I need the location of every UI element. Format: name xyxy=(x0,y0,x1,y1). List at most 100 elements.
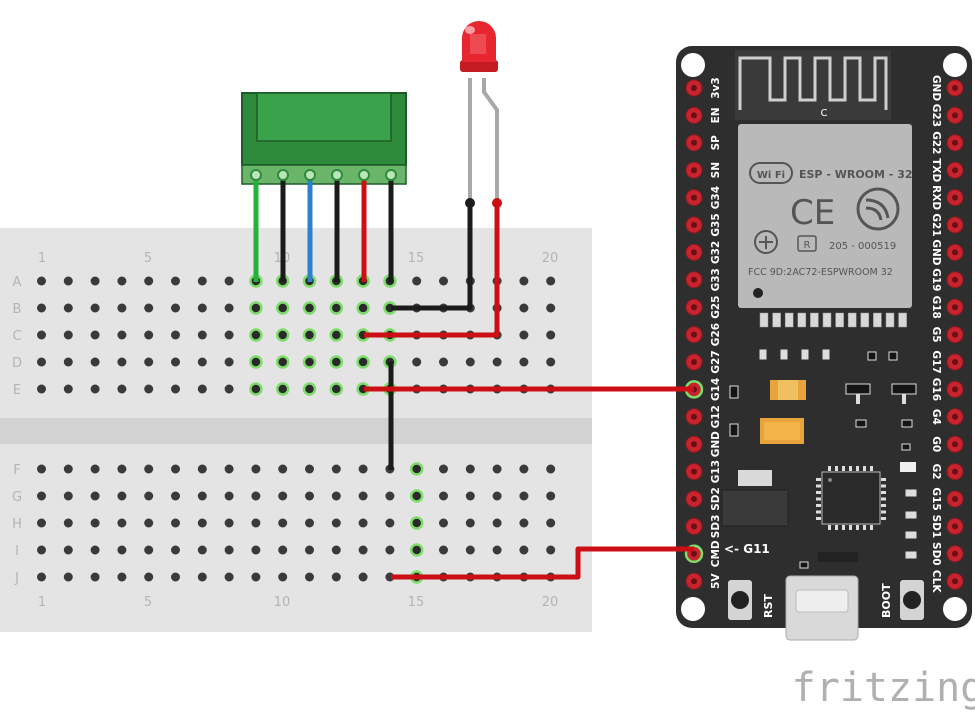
hole-h17 xyxy=(465,518,475,528)
right-pin-hole xyxy=(952,468,958,475)
hole-j8 xyxy=(224,572,234,582)
hole-b9 xyxy=(249,301,263,315)
right-pin-labels: GNDG23G22TXDRXDG21GNDG19G18G5G17G16G4G0G… xyxy=(930,75,942,593)
hole-b7 xyxy=(197,303,207,313)
left-pin-label: G26 xyxy=(710,323,722,346)
chip-pin xyxy=(835,525,838,530)
wifi-badge: Wi Fi xyxy=(749,162,793,184)
antenna-label: C xyxy=(821,108,828,119)
hole-f18 xyxy=(492,464,502,474)
hole-e5 xyxy=(144,384,154,394)
hole-h7 xyxy=(197,518,207,528)
hole-i4 xyxy=(117,545,127,555)
hole-h1 xyxy=(37,518,46,528)
left-pin-hole xyxy=(691,139,697,146)
hole-d11 xyxy=(302,355,317,369)
hole-j2 xyxy=(63,572,73,582)
boot-button[interactable] xyxy=(900,580,924,620)
hole-d18 xyxy=(492,357,502,367)
chip-pin xyxy=(828,525,831,530)
hole-h11 xyxy=(305,518,314,528)
left-pin-label: SP xyxy=(710,135,722,151)
chip-pin xyxy=(870,466,873,471)
right-pin-label: SD0 xyxy=(930,542,942,566)
smd-part xyxy=(822,349,830,360)
col-number-top-5: 5 xyxy=(144,251,152,266)
breadboard-center-channel xyxy=(0,418,592,444)
chip-pin xyxy=(849,525,852,530)
hole-c11 xyxy=(302,328,317,342)
left-pin-label: CMD xyxy=(710,540,722,567)
hole-h5 xyxy=(144,518,154,528)
telec-mark-icon xyxy=(754,230,778,254)
hole-b12 xyxy=(329,301,344,315)
hole-a4 xyxy=(117,276,127,286)
hole-g15 xyxy=(409,489,424,503)
six-pin-header-module-icon xyxy=(241,92,407,185)
smd-components xyxy=(729,349,917,569)
hole-d8 xyxy=(224,357,234,367)
left-pin-label: G25 xyxy=(710,296,722,319)
right-pin-hole xyxy=(952,194,958,201)
hole-j7 xyxy=(197,572,207,582)
smd-part xyxy=(801,349,809,360)
hole-c10 xyxy=(275,328,290,342)
hole-e11 xyxy=(302,382,317,396)
chip-pin xyxy=(856,466,859,471)
hole-g18 xyxy=(492,491,502,501)
hole-f2 xyxy=(63,464,73,474)
hole-b8 xyxy=(224,303,234,313)
r-mark: R xyxy=(804,240,811,251)
right-pin-hole xyxy=(952,523,958,530)
hole-c9 xyxy=(249,328,263,342)
hole-g3 xyxy=(90,491,100,501)
hole-f6 xyxy=(171,464,180,474)
capacitor-2-body xyxy=(764,422,800,440)
mount-hole-top-right xyxy=(943,53,967,77)
rst-button[interactable] xyxy=(728,580,752,620)
smd-part xyxy=(855,419,867,428)
chip-pin xyxy=(816,491,821,494)
row-label-a: A xyxy=(13,275,22,290)
pin1-dot xyxy=(753,288,763,298)
left-pin-hole xyxy=(691,249,697,256)
right-pin-label: GND xyxy=(930,75,942,101)
hole-e12 xyxy=(329,382,344,396)
left-pin-labels: 3v3ENSPSNG34G35G32G33G25G26G27G14G12GNDG… xyxy=(710,77,722,589)
hole-i19 xyxy=(519,545,529,555)
hole-c4 xyxy=(117,330,127,340)
smd-part xyxy=(729,385,739,399)
esp-wroom-32-shield xyxy=(738,124,912,308)
breadboard-lower-half xyxy=(0,444,592,632)
hole-c12 xyxy=(329,328,344,342)
hole-i17 xyxy=(465,545,475,555)
right-pin-label: G22 xyxy=(930,131,942,154)
hole-h20 xyxy=(546,518,556,528)
diode xyxy=(818,552,858,562)
row-label-c: C xyxy=(12,329,21,344)
hole-i2 xyxy=(63,545,73,555)
hole-d10 xyxy=(275,355,290,369)
hole-i3 xyxy=(90,545,100,555)
r-code: 205 - 000519 xyxy=(829,241,896,252)
hole-e10 xyxy=(275,382,290,396)
right-pin-label: GND xyxy=(930,239,942,265)
wire-red-to-5v xyxy=(391,546,694,580)
hole-h2 xyxy=(63,518,73,528)
hole-c3 xyxy=(90,330,100,340)
col-number-bottom-15: 15 xyxy=(408,595,425,610)
col-number-bottom-5: 5 xyxy=(144,595,152,610)
row-label-b: B xyxy=(13,302,22,317)
hole-e3 xyxy=(90,384,100,394)
hole-i6 xyxy=(171,545,180,555)
right-pin-hole xyxy=(952,222,958,228)
hole-b6 xyxy=(171,303,180,313)
hole-i12 xyxy=(331,545,341,555)
hole-g8 xyxy=(224,491,234,501)
pcb-antenna-trace-icon xyxy=(738,56,888,110)
hole-h4 xyxy=(117,518,127,528)
hole-g10 xyxy=(278,491,288,501)
fritzing-watermark: fritzing xyxy=(792,665,975,711)
hole-i11 xyxy=(305,545,314,555)
left-pin-hole xyxy=(691,578,697,585)
